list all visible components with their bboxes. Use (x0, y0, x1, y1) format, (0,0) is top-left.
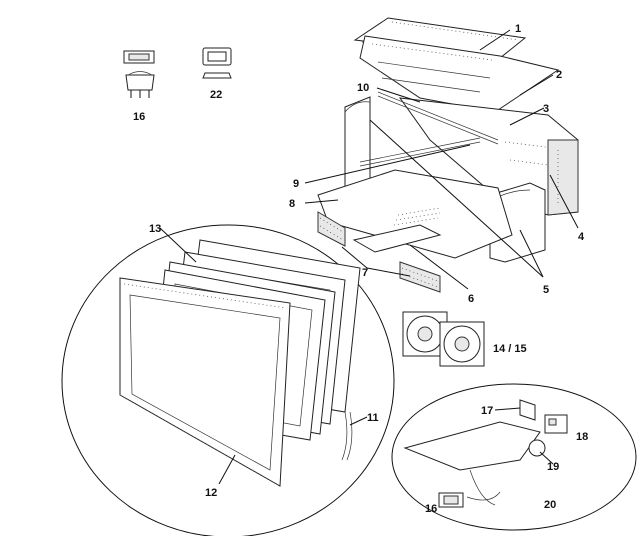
rod-10 (377, 91, 499, 145)
side-panel-4 (547, 139, 579, 216)
label-10: 10 (357, 82, 369, 94)
switch-bezel-icon (202, 47, 232, 79)
electrical-assembly-detail (391, 383, 637, 531)
label-6: 6 (468, 293, 474, 305)
leader-11 (349, 416, 368, 426)
leader-12 (218, 454, 236, 485)
label-9: 9 (293, 178, 299, 190)
label-5: 5 (543, 284, 549, 296)
label-1: 1 (515, 23, 521, 35)
label-16-switch: 16 (133, 111, 145, 123)
leader-lines-cabinet (304, 29, 579, 290)
label-17: 17 (481, 405, 493, 417)
label-20: 20 (544, 499, 556, 511)
vent-grille-7-left (317, 211, 346, 247)
leader-19 (539, 451, 554, 465)
side-panel-5-right (489, 182, 546, 263)
rocker-switch-icon (123, 50, 155, 98)
door-assembly-detail (61, 224, 395, 536)
label-8: 8 (289, 198, 295, 210)
bracket-9 (359, 137, 481, 167)
label-12: 12 (205, 487, 217, 499)
label-19: 19 (547, 461, 559, 473)
label-2: 2 (556, 69, 562, 81)
label-11: 11 (367, 412, 379, 424)
leader-13 (159, 227, 197, 263)
label-7: 7 (362, 267, 368, 279)
leader-17 (494, 407, 521, 411)
fan-icon (402, 311, 485, 367)
label-13: 13 (149, 223, 161, 235)
label-3: 3 (543, 103, 549, 115)
label-16-assembly: 16 (425, 503, 437, 515)
label-14-15: 14 / 15 (493, 343, 527, 355)
label-18: 18 (576, 431, 588, 443)
label-4: 4 (578, 231, 585, 243)
vent-grille-7-right (399, 261, 441, 293)
label-22: 22 (210, 89, 222, 101)
